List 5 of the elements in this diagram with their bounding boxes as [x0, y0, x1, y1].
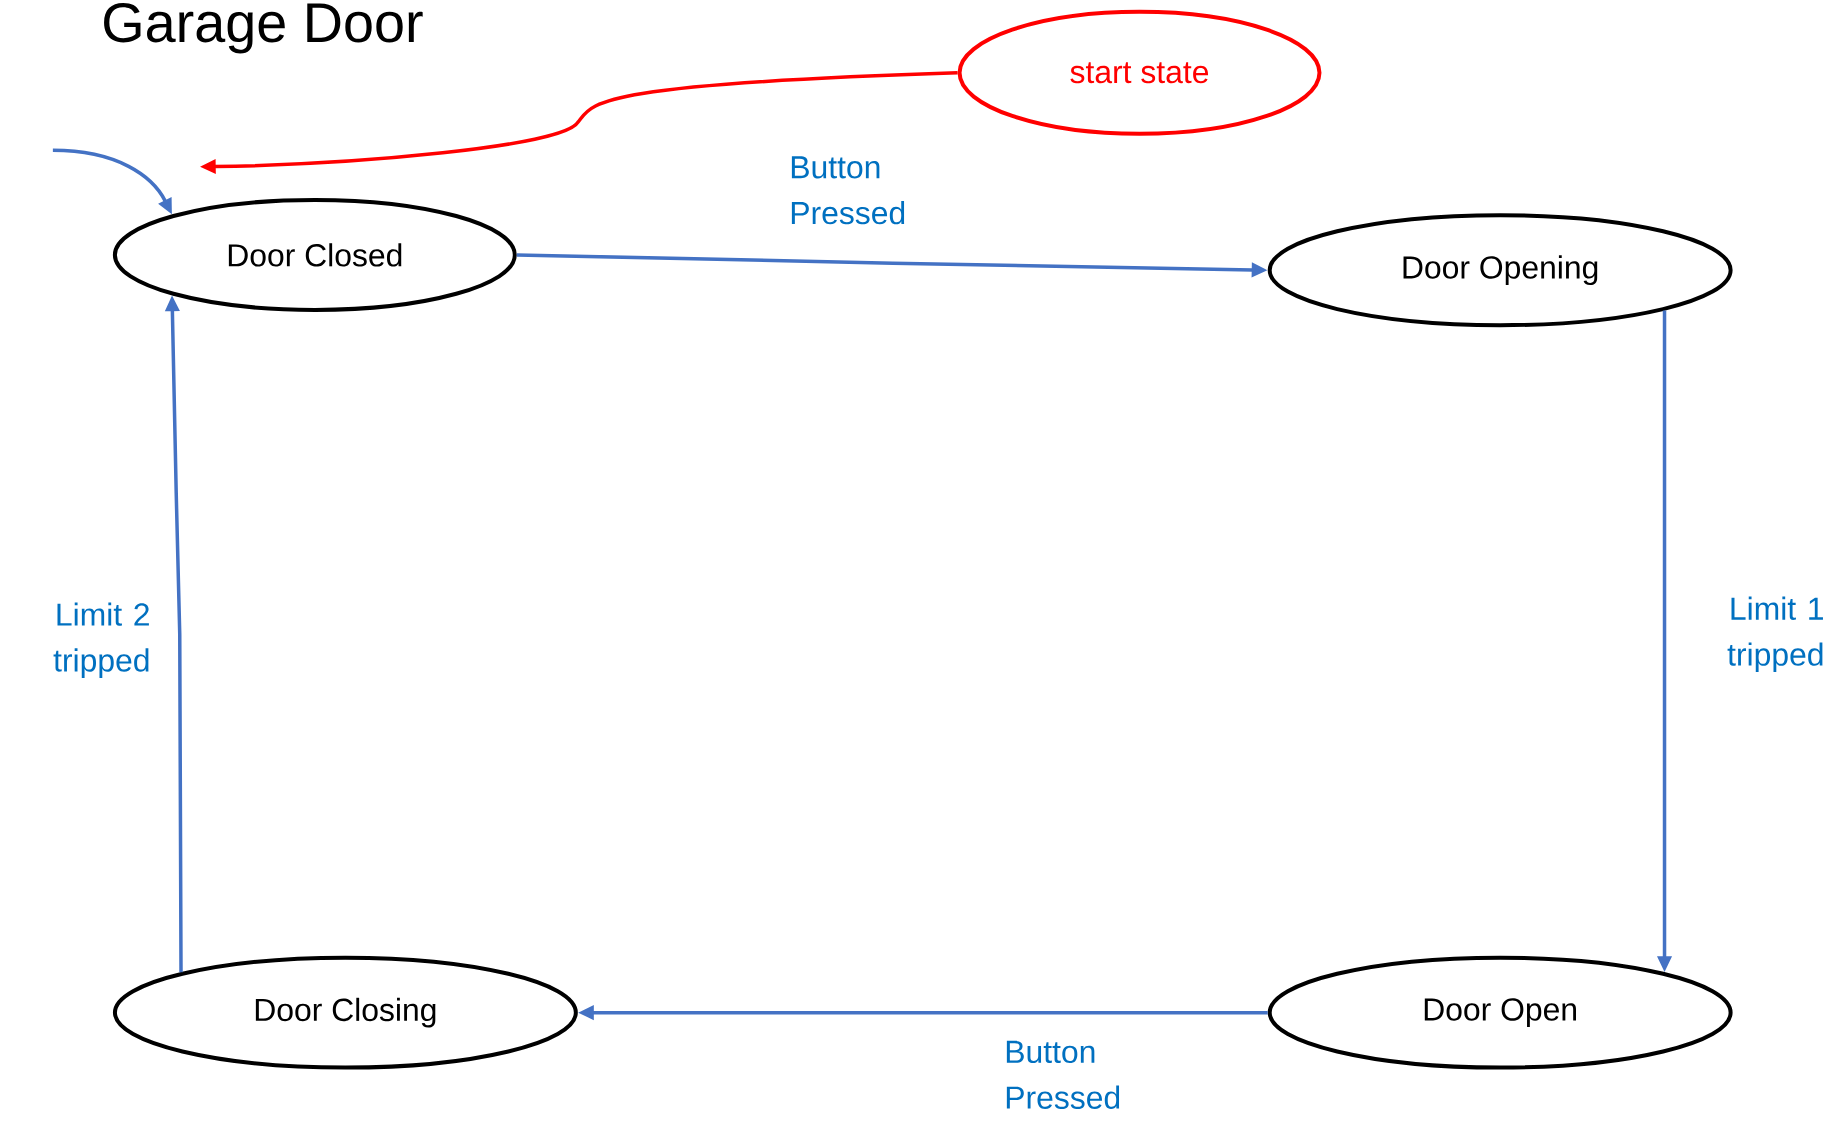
- edge-label: Limit 2 tripped: [53, 602, 149, 679]
- edge-label: Button Pressed: [791, 156, 905, 225]
- title: Garage Door: [104, 3, 423, 54]
- edge-label: Limit 1 tripped: [1727, 596, 1823, 673]
- edge-label: Button Pressed: [1006, 1041, 1120, 1110]
